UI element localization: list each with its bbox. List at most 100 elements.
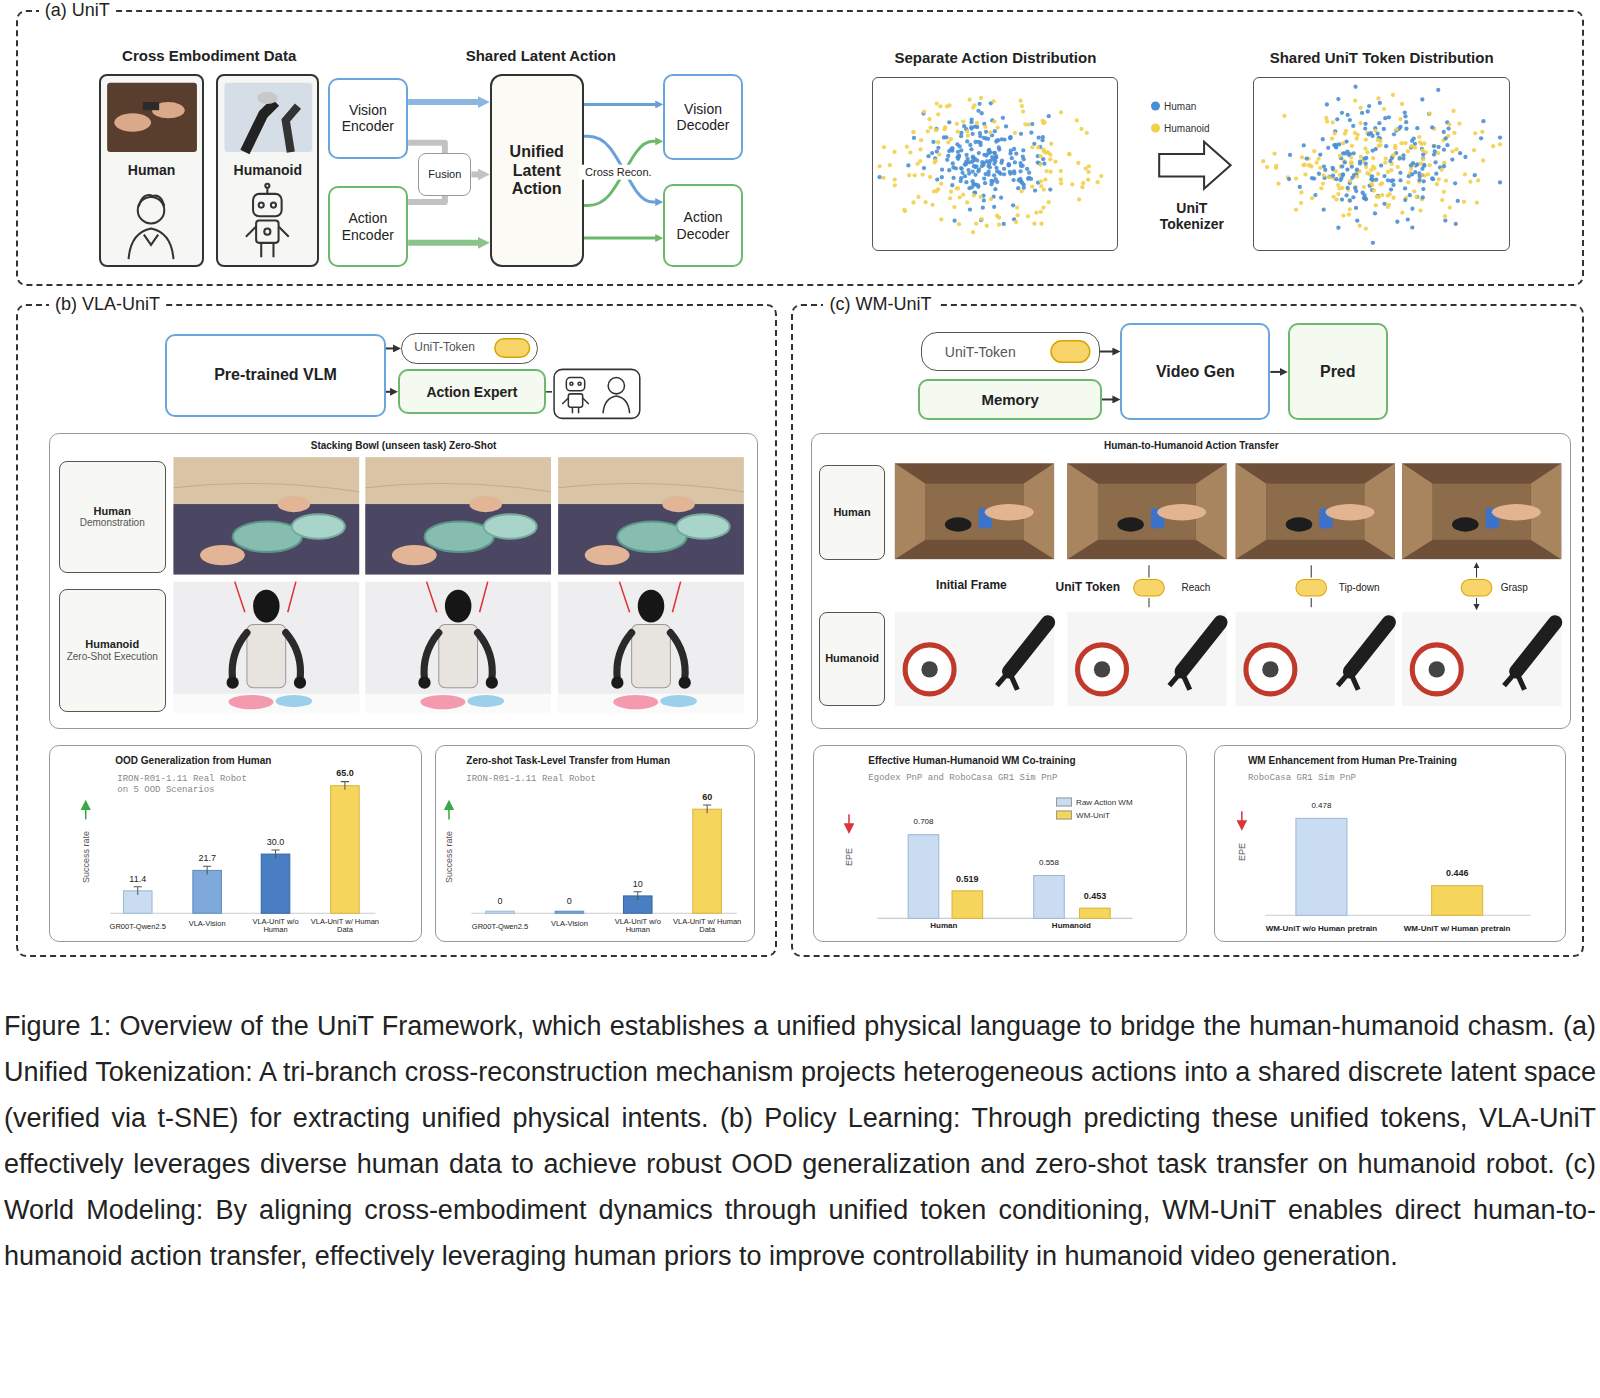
tsne-dot	[915, 162, 919, 166]
tsne-dot	[1396, 165, 1400, 169]
legend-swatch	[1056, 811, 1072, 820]
tsne-dot	[1377, 121, 1381, 125]
tsne-dot	[947, 120, 951, 124]
tsne-dot	[976, 183, 980, 187]
tsne-dot	[1428, 163, 1432, 167]
humanoid-card-photo	[245, 102, 276, 152]
tsne-dot	[893, 183, 897, 187]
tsne-dot	[1454, 147, 1458, 151]
tsne-dot	[1008, 136, 1012, 140]
tsne-dot	[1027, 176, 1031, 180]
legend-swatch	[1056, 798, 1072, 807]
tsne-dot	[1011, 178, 1015, 182]
tsne-dot	[1415, 126, 1419, 130]
tokenizer-arrow	[1159, 142, 1230, 189]
tsne-dot	[1384, 144, 1388, 148]
tsne-dot	[1030, 122, 1034, 126]
tsne-dot	[1014, 152, 1018, 156]
tsne-dot	[976, 169, 980, 173]
diagram-label: Human	[908, 921, 979, 930]
tsne-dot	[1340, 197, 1344, 201]
tsne-dot	[1033, 188, 1037, 192]
tsne-dot	[1261, 159, 1265, 163]
tsne-dot	[1316, 157, 1320, 161]
tsne-dot	[967, 160, 971, 164]
tsne-dot	[993, 187, 997, 191]
tsne-dot	[1367, 132, 1371, 136]
tsne-dot	[956, 154, 960, 158]
artwork	[365, 457, 551, 574]
tsne-dot	[1338, 154, 1342, 158]
tsne-plot: Shared UniT Token Distribution	[1253, 77, 1510, 251]
tsne-dot	[1498, 180, 1502, 184]
tsne-dot	[1413, 145, 1417, 149]
panel: (b) VLA-UniTPre-trained VLMUniT-TokenAct…	[16, 304, 776, 957]
diagram-label: 0	[485, 896, 516, 906]
connector	[471, 171, 478, 177]
artwork	[1236, 463, 1395, 559]
tsne-dot	[1333, 131, 1337, 135]
tsne-dot	[1386, 178, 1390, 182]
humanoid-card-photo	[224, 83, 312, 152]
tsne-dot	[1398, 178, 1402, 182]
tsne-dot	[1355, 136, 1359, 140]
photo-panel: Stacking Bowl (unseen task) Zero-ShotHum…	[49, 433, 758, 729]
tsne-dot	[947, 103, 951, 107]
tsne-dot	[1340, 164, 1344, 168]
tsne-dot	[888, 163, 892, 167]
tsne-dot	[1450, 149, 1454, 153]
node-label: Humanoid	[85, 638, 139, 651]
tsne-dot	[1378, 101, 1382, 105]
human-icon	[144, 235, 158, 245]
tsne-dot	[912, 136, 916, 140]
tsne-dot	[1399, 141, 1403, 145]
tsne-dot	[1433, 144, 1437, 148]
tsne-dot	[1363, 122, 1367, 126]
tsne-dot	[935, 177, 939, 181]
connector	[386, 391, 391, 393]
tsne-dot	[980, 111, 984, 115]
tsne-dot	[1445, 143, 1449, 147]
tsne-dot	[1363, 147, 1367, 151]
chart-panel: Effective Human-Humanoid WM Co-trainingE…	[813, 745, 1186, 942]
tsne-dot	[969, 120, 973, 124]
tsne-dot	[1080, 185, 1084, 189]
tsne-dot	[949, 137, 953, 141]
tsne-dot	[1481, 119, 1485, 123]
tsne-dot	[1347, 153, 1351, 157]
node-heading: OOD Generalization from Human	[115, 755, 271, 767]
tsne-dot	[1336, 192, 1340, 196]
tsne-dot	[1324, 116, 1328, 120]
human-icon	[139, 195, 165, 206]
connector	[386, 347, 394, 349]
tsne-dot	[963, 174, 967, 178]
tsne-dot	[1372, 188, 1376, 192]
tsne-dot	[1018, 169, 1022, 173]
diagram-label: 60	[692, 792, 723, 802]
tsne-dot	[1021, 154, 1025, 158]
diagram-label: 11.4	[117, 873, 158, 883]
tsne-dot	[948, 196, 952, 200]
diagram-label: VLA-UniT w/o Human	[243, 918, 308, 935]
tsne-dot	[1374, 178, 1378, 182]
bar-chart	[261, 854, 290, 913]
legend-swatch	[1151, 102, 1160, 111]
artwork	[173, 582, 359, 713]
tsne-dot	[1400, 211, 1404, 215]
tsne-dot	[1002, 222, 1006, 226]
tsne-dot	[1417, 135, 1421, 139]
tsne-dot	[960, 171, 964, 175]
tsne-dot	[1348, 118, 1352, 122]
tsne-dot	[1345, 186, 1349, 190]
tsne-dot	[1373, 128, 1377, 132]
tsne-dot	[913, 173, 917, 177]
tsne-dot	[1371, 156, 1375, 160]
tsne-dot	[1435, 182, 1439, 186]
diagram-label: 0.478	[1301, 802, 1342, 811]
tsne-dot	[986, 173, 990, 177]
tsne-dot	[1370, 178, 1374, 182]
tsne-dot	[1391, 178, 1395, 182]
tsne-dot	[974, 222, 978, 226]
node-label: Unified Latent Action	[495, 143, 579, 198]
tsne-dot	[980, 217, 984, 221]
